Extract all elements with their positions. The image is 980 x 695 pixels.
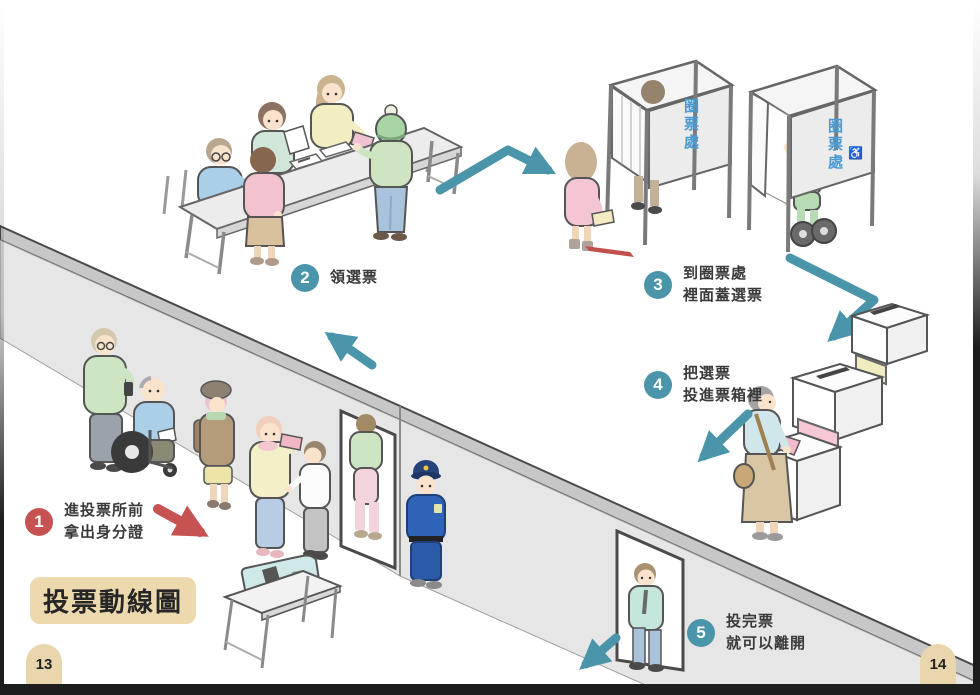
scan-edge-left bbox=[0, 0, 4, 695]
booth-sign-1: 圈票處 bbox=[682, 98, 699, 152]
page-number-left: 13 bbox=[26, 644, 62, 684]
belongings-table bbox=[222, 554, 343, 669]
policeman bbox=[406, 460, 446, 589]
voter-signing bbox=[243, 147, 286, 266]
step-4: 4 把選票 投進票箱裡 bbox=[644, 363, 763, 407]
step-3-text-line1: 到圈票處 bbox=[683, 265, 748, 282]
step-4-number: 4 bbox=[644, 371, 672, 399]
flow-arrow-4-5 bbox=[697, 409, 753, 463]
flow-arrow-3-4 bbox=[785, 253, 879, 343]
step-3-text-line2: 裡面蓋選票 bbox=[683, 287, 764, 304]
voter-at-ballot-box bbox=[733, 386, 794, 541]
voter-pink-dress bbox=[564, 142, 615, 251]
ballot-table-scene bbox=[162, 75, 464, 275]
step-2-number: 2 bbox=[291, 264, 319, 292]
step-1-text-line1: 進投票所前 bbox=[64, 502, 145, 519]
voter-head-peeking bbox=[641, 80, 665, 104]
necktie bbox=[642, 589, 648, 615]
queue-wheelchair-man bbox=[111, 376, 177, 477]
shoulder-bag bbox=[733, 463, 755, 489]
yellow-ballot-card bbox=[591, 209, 615, 227]
belt bbox=[409, 536, 443, 542]
person-exiting bbox=[628, 563, 664, 672]
voting-booth-accessible bbox=[747, 64, 878, 253]
page-number-right: 14 bbox=[920, 644, 956, 684]
flow-arrow-exit bbox=[579, 633, 621, 670]
step-2: 2 領選票 bbox=[291, 264, 378, 292]
voting-booth-occupied bbox=[605, 59, 735, 246]
scan-edge-right bbox=[973, 0, 980, 695]
paper-sheet bbox=[318, 141, 354, 158]
uniform-patch bbox=[434, 504, 442, 513]
diagram-title: 投票動線圖 bbox=[30, 577, 196, 624]
step-1: 1 進投票所前 拿出身分證 bbox=[25, 500, 144, 544]
booth-curtain-open bbox=[750, 91, 770, 199]
ballot-box-1 bbox=[848, 302, 931, 366]
voter-legs bbox=[634, 176, 643, 202]
paper-sheet bbox=[288, 153, 324, 170]
queue-official bbox=[285, 441, 331, 560]
step-4-text-line1: 把選票 bbox=[683, 365, 732, 382]
step-5-number: 5 bbox=[687, 619, 715, 647]
step-3-number: 3 bbox=[644, 271, 672, 299]
scarf bbox=[206, 412, 226, 420]
step-5-text-line2: 就可以離開 bbox=[726, 635, 807, 652]
booth-sign-2: 圈票處 bbox=[826, 118, 843, 172]
bag-strap bbox=[754, 413, 776, 471]
queue-yellow-jacket-woman bbox=[249, 416, 304, 558]
scan-edge-bottom bbox=[0, 684, 980, 695]
step-1-number: 1 bbox=[25, 508, 53, 536]
flow-arrow-entry bbox=[324, 331, 377, 370]
pink-scarf bbox=[258, 441, 278, 451]
step-2-text-line1: 領選票 bbox=[330, 269, 379, 286]
step-1-text-line2: 拿出身分證 bbox=[64, 524, 145, 541]
flow-arrow-2-3 bbox=[435, 145, 557, 195]
person-entering bbox=[349, 414, 383, 540]
poll-worker-yellow bbox=[310, 75, 375, 151]
accessibility-icon: ♿ bbox=[848, 146, 863, 160]
mobile-phone bbox=[124, 382, 133, 396]
step-5-text-line1: 投完票 bbox=[726, 613, 775, 630]
queue-beret-woman bbox=[193, 380, 235, 510]
id-card bbox=[279, 433, 303, 451]
voter-beanie bbox=[353, 104, 413, 241]
step-4-text-line2: 投進票箱裡 bbox=[683, 387, 764, 404]
step-3: 3 到圈票處 裡面蓋選票 bbox=[644, 263, 763, 307]
red-queue-line bbox=[585, 246, 634, 257]
cap-badge bbox=[423, 465, 429, 471]
entry-red-arrow bbox=[153, 504, 209, 537]
step-5: 5 投完票 就可以離開 bbox=[687, 611, 806, 655]
